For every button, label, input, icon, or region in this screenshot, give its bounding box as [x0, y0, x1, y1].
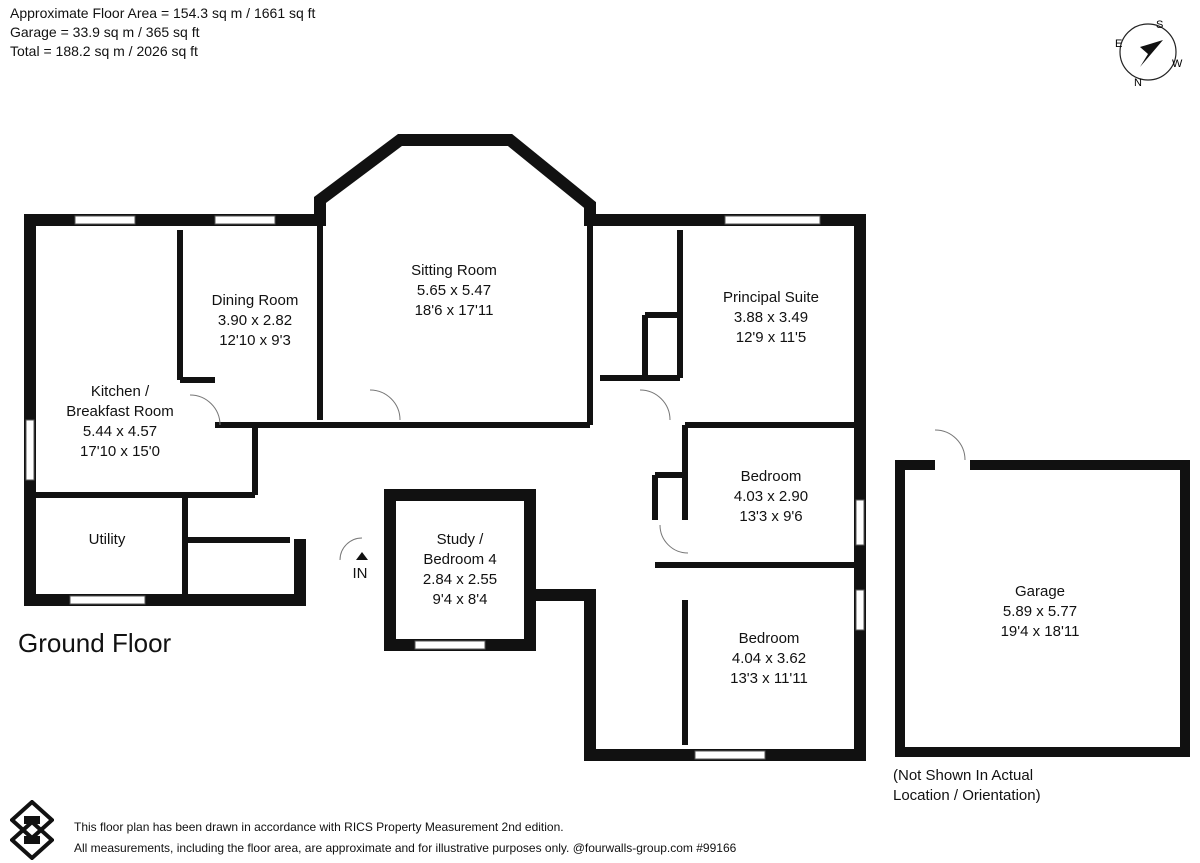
garage-note-line1: (Not Shown In Actual	[893, 767, 1034, 784]
bedroom-2-metric: 4.04 x 3.62	[732, 650, 806, 667]
sitting-room-metric: 5.65 x 5.47	[417, 282, 491, 299]
bedroom-1-name: Bedroom	[741, 468, 802, 485]
compass-s-label: S	[1156, 19, 1163, 31]
compass-w-label: W	[1172, 58, 1183, 70]
dining-room-name: Dining Room	[212, 292, 299, 309]
garage-walls	[895, 460, 1190, 757]
kitchen-name-line1: Kitchen /	[91, 383, 150, 400]
garage-note-line2: Location / Orientation)	[893, 787, 1041, 804]
floor-title: Ground Floor	[18, 628, 172, 658]
sitting-room-imperial: 18'6 x 17'11	[415, 302, 494, 319]
bedroom-1-metric: 4.03 x 2.90	[734, 488, 808, 505]
utility-name: Utility	[89, 531, 126, 548]
study-name-line2: Bedroom 4	[423, 551, 496, 568]
principal-suite-imperial: 12'9 x 11'5	[736, 329, 807, 346]
compass-n-label: N	[1134, 77, 1142, 88]
dining-room-imperial: 12'10 x 9'3	[219, 332, 291, 349]
windows	[25, 215, 865, 760]
garage-name: Garage	[1015, 583, 1065, 600]
kitchen-name-line2: Breakfast Room	[66, 403, 174, 420]
interior-walls	[30, 220, 860, 745]
room-garage: Garage 5.89 x 5.77 19'4 x 18'11	[1001, 583, 1080, 640]
study-metric: 2.84 x 2.55	[423, 571, 497, 588]
room-dining: Dining Room 3.90 x 2.82 12'10 x 9'3	[212, 292, 299, 349]
bedroom-2-imperial: 13'3 x 11'11	[730, 670, 808, 687]
bedroom-2-name: Bedroom	[739, 630, 800, 647]
fourwalls-logo-icon	[10, 800, 54, 860]
room-study: Study / Bedroom 4 2.84 x 2.55 9'4 x 8'4	[423, 531, 497, 608]
principal-suite-metric: 3.88 x 3.49	[734, 309, 808, 326]
principal-suite-name: Principal Suite	[723, 289, 819, 306]
floor-area-text: Approximate Floor Area = 154.3 sq m / 16…	[10, 5, 316, 21]
study-imperial: 9'4 x 8'4	[433, 591, 488, 608]
bedroom-1-imperial: 13'3 x 9'6	[739, 508, 802, 525]
room-bedroom-2: Bedroom 4.04 x 3.62 13'3 x 11'11	[730, 630, 808, 687]
entrance-arrow-icon	[356, 552, 368, 560]
study-name-line1: Study /	[437, 531, 485, 548]
room-sitting: Sitting Room 5.65 x 5.47 18'6 x 17'11	[411, 262, 497, 319]
compass-e-label: E	[1115, 38, 1122, 50]
footer-line1: This floor plan has been drawn in accord…	[74, 820, 564, 834]
kitchen-metric: 5.44 x 4.57	[83, 423, 157, 440]
garage-imperial: 19'4 x 18'11	[1001, 623, 1080, 640]
room-principal: Principal Suite 3.88 x 3.49 12'9 x 11'5	[723, 289, 819, 346]
kitchen-imperial: 17'10 x 15'0	[80, 443, 160, 460]
garage-metric: 5.89 x 5.77	[1003, 603, 1077, 620]
sitting-room-name: Sitting Room	[411, 262, 497, 279]
room-bedroom-1: Bedroom 4.03 x 2.90 13'3 x 9'6	[734, 468, 808, 525]
compass-icon: S E W N	[1115, 19, 1183, 88]
garage-area-text: Garage = 33.9 sq m / 365 sq ft	[10, 24, 200, 40]
total-area-text: Total = 188.2 sq m / 2026 sq ft	[10, 43, 198, 59]
room-utility: Utility	[89, 531, 126, 548]
entrance-label: IN	[353, 565, 368, 582]
doors	[189, 389, 966, 561]
room-kitchen: Kitchen / Breakfast Room 5.44 x 4.57 17'…	[66, 383, 174, 460]
dining-room-metric: 3.90 x 2.82	[218, 312, 292, 329]
footer-line2: All measurements, including the floor ar…	[74, 841, 737, 855]
